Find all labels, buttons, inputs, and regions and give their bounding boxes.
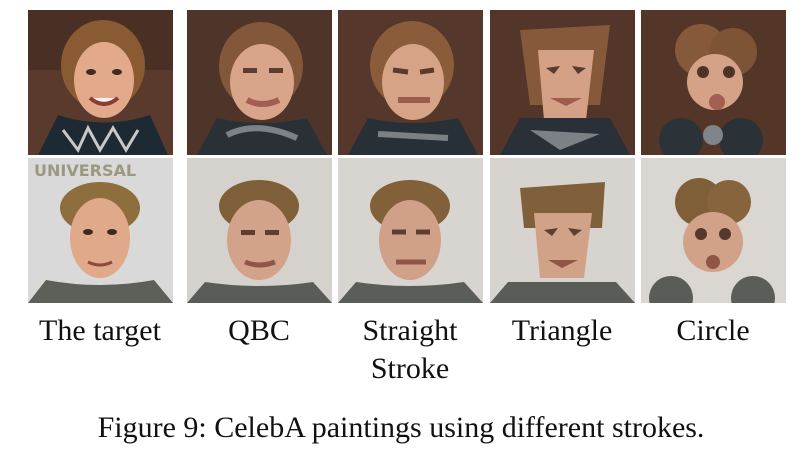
column-label-qbc: QBC [228, 314, 290, 347]
row1-qbc-image [187, 10, 332, 155]
column-label-circle: Circle [676, 314, 750, 347]
column-label-straight-stroke-line2: Stroke [370, 352, 450, 385]
column-label-straight-stroke-line1: Straight [362, 314, 458, 347]
figure-grid: UNIVERSAL [28, 10, 786, 303]
column-label-target: The target [39, 314, 161, 347]
row2-straight-stroke-image [338, 158, 483, 303]
row2-triangle-image [490, 158, 635, 303]
watermark-text: UNIVERSAL [34, 161, 136, 180]
row1-circle-image [641, 10, 786, 155]
row1-straight-stroke-image [338, 10, 483, 155]
row2-qbc-image [187, 158, 332, 303]
row2-circle-image [641, 158, 786, 303]
figure-caption: Figure 9: CelebA paintings using differe… [97, 411, 705, 444]
column-label-straight-stroke: Straight Stroke [330, 312, 490, 388]
row1-triangle-image [490, 10, 635, 155]
column-label-triangle: Triangle [511, 314, 613, 347]
row2-target-image: UNIVERSAL [28, 158, 173, 303]
row1-target-image [28, 10, 173, 155]
